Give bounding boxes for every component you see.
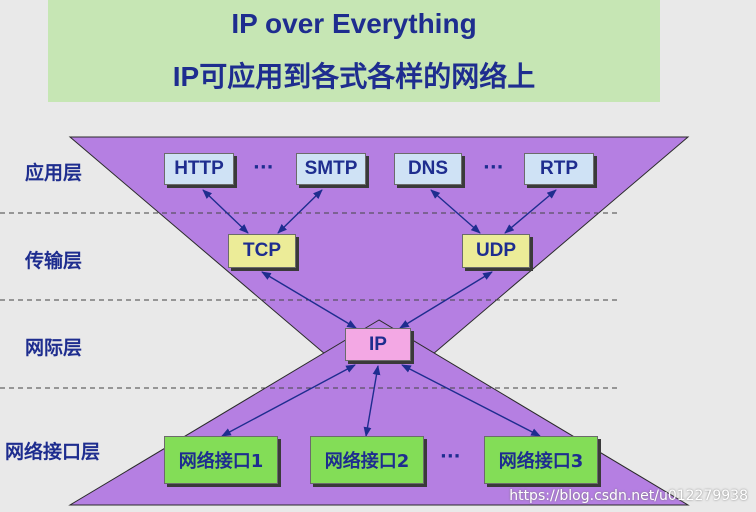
network-interface-3: 网络接口3	[484, 436, 598, 484]
title-banner: IP over Everything IP可应用到各式各样的网络上	[48, 0, 660, 102]
ellipsis-app-2: ···	[483, 157, 504, 178]
arrow-ip-net2	[363, 365, 381, 437]
protocol-ip: IP	[345, 328, 411, 361]
layer-label-transport: 传输层	[25, 250, 83, 272]
title-line-1: IP over Everything	[231, 8, 477, 39]
arrow-http-tcp	[202, 189, 249, 234]
layer-label-application: 应用层	[25, 162, 83, 184]
arrow-ip-net1	[221, 364, 356, 437]
arrow-dns-udp	[430, 189, 481, 234]
protocol-udp: UDP	[462, 234, 530, 268]
protocol-http: HTTP	[164, 153, 234, 185]
layer-label-network: 网际层	[25, 337, 83, 359]
arrow-rtp-udp	[504, 189, 557, 234]
network-interface-2: 网络接口2	[310, 436, 424, 484]
protocol-tcp: TCP	[228, 234, 296, 268]
arrow-udp-ip	[399, 271, 493, 329]
protocol-dns: DNS	[394, 153, 462, 185]
protocol-smtp: SMTP	[296, 153, 366, 185]
network-interface-1: 网络接口1	[164, 436, 278, 484]
watermark: https://blog.csdn.net/u012279938	[509, 488, 748, 504]
title-line-2: IP可应用到各式各样的网络上	[172, 61, 536, 92]
arrow-smtp-tcp	[277, 189, 323, 234]
ellipsis-interface: ···	[440, 446, 461, 467]
layer-label-interface: 网络接口层	[5, 441, 101, 463]
protocol-rtp: RTP	[524, 153, 594, 185]
arrow-tcp-ip	[261, 271, 357, 329]
ellipsis-app-1: ···	[253, 157, 274, 178]
arrow-ip-net3	[401, 364, 541, 437]
